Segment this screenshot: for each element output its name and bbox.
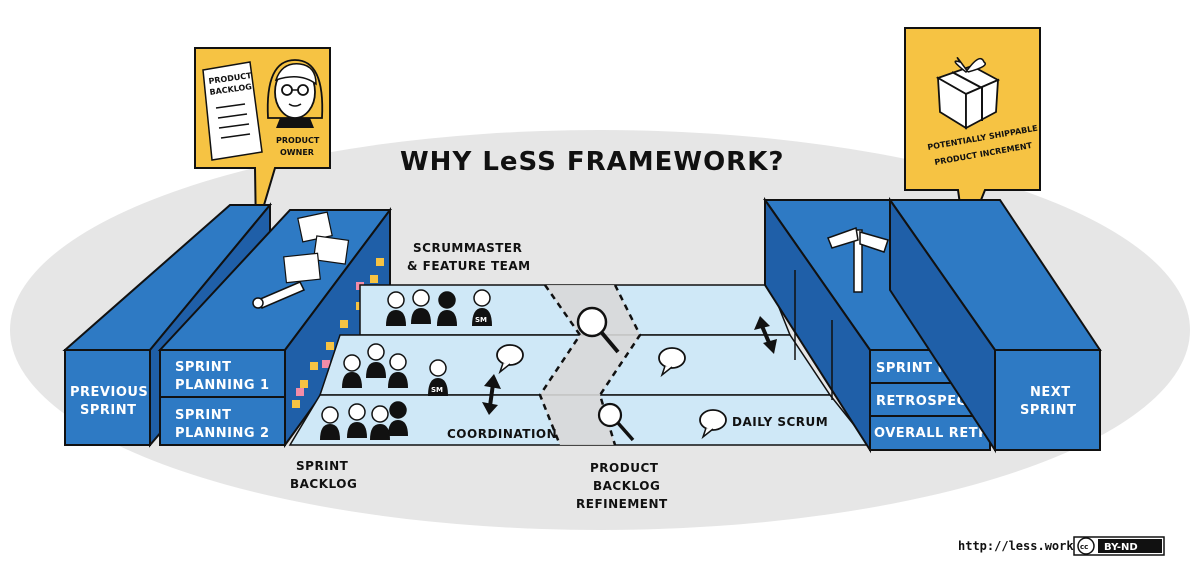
person-icon (437, 291, 457, 326)
person-icon (411, 289, 431, 324)
product-owner-label-1: PRODUCT (276, 136, 320, 145)
person-icon (347, 403, 367, 438)
website-url: http://less.works (958, 539, 1081, 553)
team-label-1: SCRUMMASTER (413, 241, 522, 255)
cc-license-badge: cc BY-ND (1073, 536, 1165, 556)
person-icon (388, 353, 408, 388)
product-backlog-scroll-icon (202, 61, 263, 161)
cc-mark: cc (1080, 543, 1088, 551)
person-icon (388, 401, 408, 436)
team-label-2: & FEATURE TEAM (407, 259, 531, 273)
magnifier-icon-small (597, 402, 635, 442)
pen-icon (252, 281, 306, 309)
sm-badge: SM (431, 386, 443, 394)
product-owner-avatar-icon (266, 59, 324, 128)
sm-badge: SM (475, 316, 487, 324)
sprint-planning-1-label-1: SPRINT (175, 360, 232, 375)
previous-sprint-label-1: PREVIOUS (70, 385, 148, 400)
pbr-label-2: BACKLOG (593, 479, 660, 493)
pbr-label-3: REFINEMENT (576, 497, 668, 511)
coordination-label: COORDINATION (447, 427, 557, 441)
sprint-floor: COORDINATION DAILY SCRUM (288, 284, 872, 446)
double-arrow-icon (482, 374, 501, 415)
product-owner-label-2: OWNER (280, 148, 314, 157)
sprint-backlog-label-2: BACKLOG (290, 477, 357, 491)
sprint-planning-2-label-1: SPRINT (175, 408, 232, 423)
sprint-planning-2-label-2: PLANNING 2 (175, 426, 270, 441)
person-icon (386, 291, 406, 326)
next-sprint-label-1: NEXT (1030, 385, 1071, 400)
speech-bubble-icon-2 (658, 347, 686, 378)
feature-team-avatars: SM SM (320, 289, 492, 440)
sprint-backlog-label-1: SPRINT (296, 459, 349, 473)
double-arrow-icon-2 (754, 316, 777, 354)
person-icon (370, 405, 390, 440)
previous-sprint-label-2: SPRINT (80, 403, 137, 418)
person-icon (342, 354, 362, 388)
sprint-planning-1-label-2: PLANNING 1 (175, 378, 270, 393)
signpost-icon (827, 226, 889, 293)
next-sprint-block: NEXT SPRINT (888, 196, 1102, 454)
license-label: BY-ND (1104, 542, 1138, 553)
diagram-title: WHY LeSS FRAMEWORK? (400, 147, 784, 177)
scrum-master-icon: SM (472, 289, 492, 326)
next-sprint-label-2: SPRINT (1020, 403, 1077, 418)
pbr-label-1: PRODUCT (590, 461, 659, 475)
product-owner-sign: PRODUCT BACKLOG PRODUCT OWNER (194, 47, 331, 233)
magnifier-icon (576, 306, 620, 354)
sprint-planning-block: SPRINT PLANNING 1 SPRINT PLANNING 2 (157, 207, 392, 449)
scrum-master-icon: SM (428, 359, 448, 396)
speech-bubble-icon-3 (699, 409, 727, 440)
person-icon (320, 406, 340, 440)
speech-bubble-icon (496, 344, 524, 375)
daily-scrum-label: DAILY SCRUM (732, 415, 828, 429)
gift-icon (935, 57, 1001, 130)
person-icon (366, 343, 386, 378)
papers-icon (283, 211, 350, 284)
refinement-strip (540, 285, 640, 445)
